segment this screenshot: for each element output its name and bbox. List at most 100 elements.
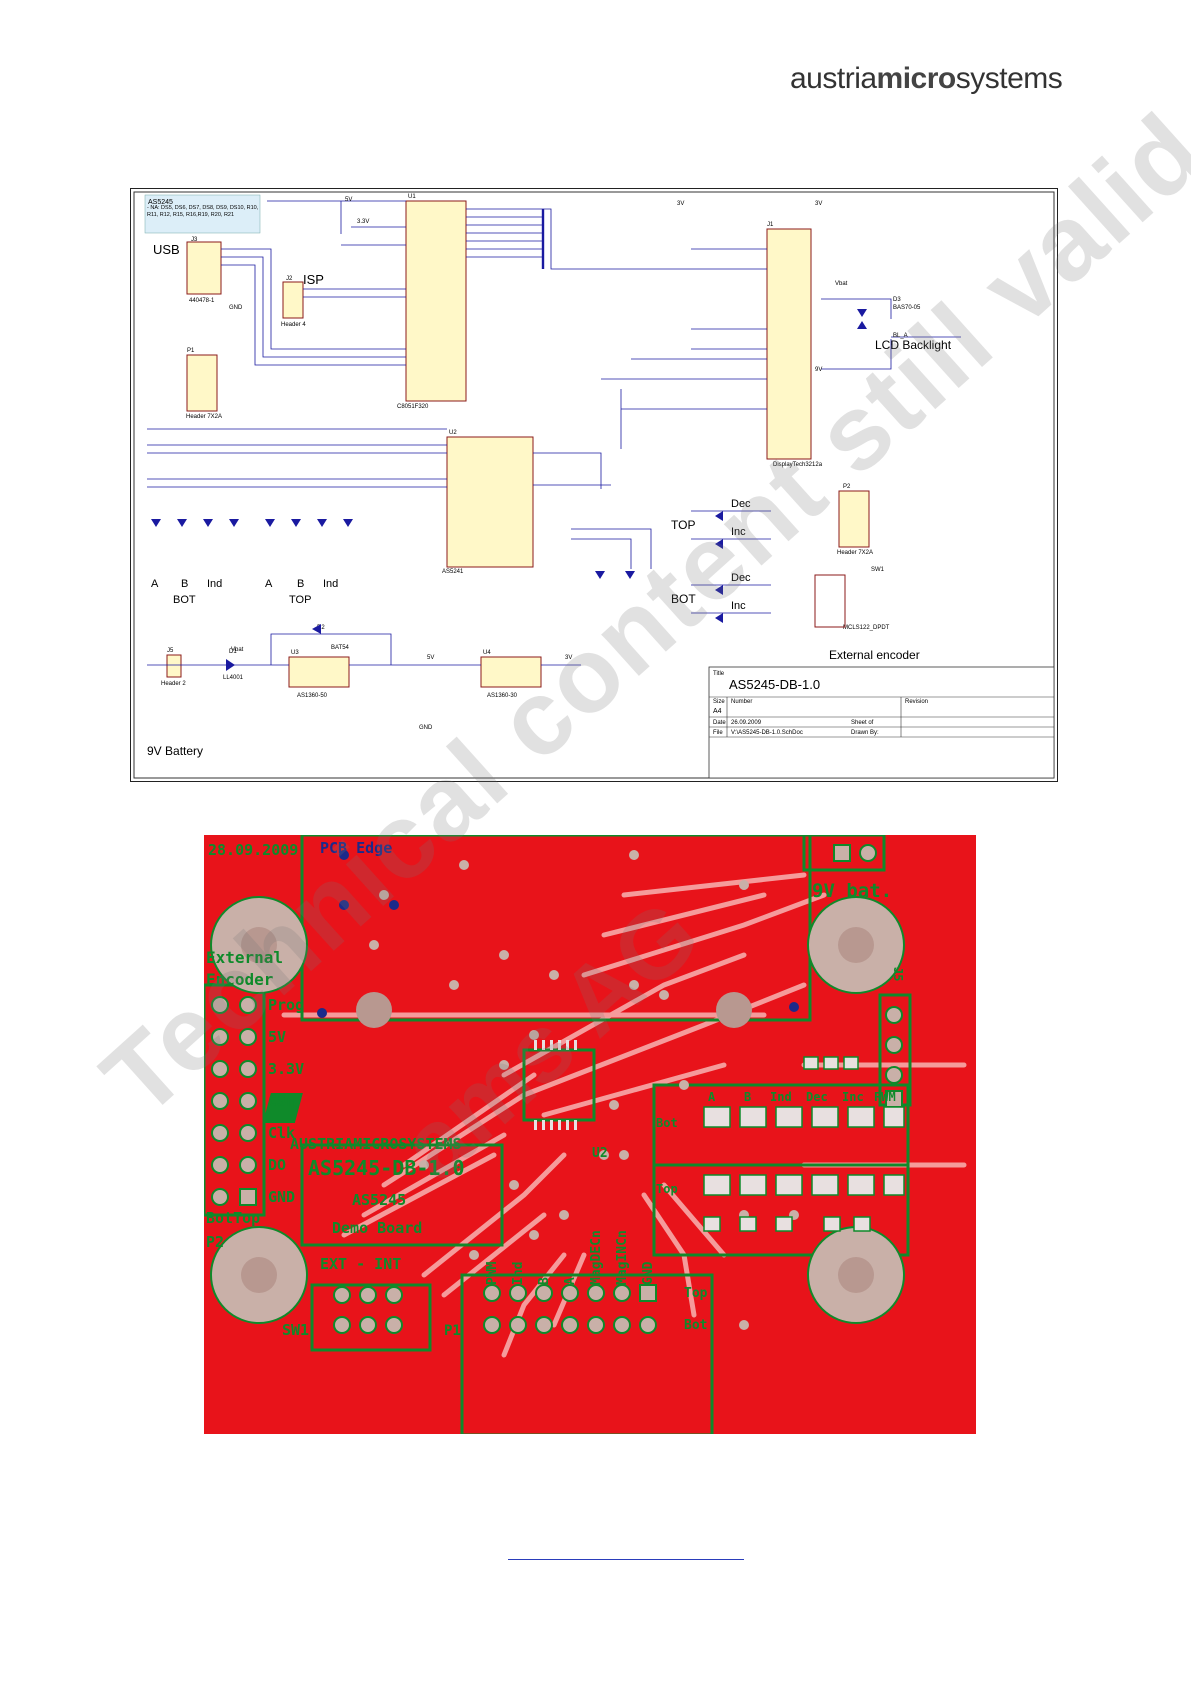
svg-text:P2: P2	[843, 484, 851, 490]
svg-text:U2: U2	[592, 1146, 608, 1161]
svg-text:Dec: Dec	[731, 572, 751, 584]
svg-text:5V: 5V	[427, 655, 434, 661]
svg-text:D1: D1	[229, 649, 237, 655]
pcb-drawing: 28.09.2009 PCB Edge 9V bat. External Enc…	[204, 835, 976, 1434]
svg-text:C8051F320: C8051F320	[397, 404, 429, 410]
svg-text:Header 2: Header 2	[161, 681, 186, 687]
usb-label: USB	[153, 242, 180, 257]
svg-text:Bot: Bot	[684, 1318, 707, 1333]
svg-text:AS5241: AS5241	[442, 569, 464, 575]
svg-text:BAS70-05: BAS70-05	[893, 305, 921, 311]
svg-text:J5: J5	[891, 967, 905, 981]
svg-text:Ind: Ind	[511, 1262, 526, 1285]
svg-text:9V Battery: 9V Battery	[147, 744, 203, 758]
svg-text:Inc: Inc	[842, 1090, 864, 1104]
svg-text:Demo Board: Demo Board	[332, 1219, 422, 1237]
svg-text:CSn: CSn	[268, 1092, 295, 1110]
svg-text:3V: 3V	[677, 201, 684, 207]
svg-text:SW1: SW1	[871, 567, 885, 573]
svg-text:Dec: Dec	[731, 498, 751, 510]
svg-text:Header 7X2A: Header 7X2A	[186, 414, 222, 420]
svg-text:D2: D2	[317, 625, 325, 631]
svg-text:PWM: PWM	[874, 1090, 896, 1104]
svg-text:Drawn By:: Drawn By:	[851, 730, 879, 736]
svg-text:AS5245: AS5245	[352, 1191, 406, 1209]
svg-text:Vbat: Vbat	[835, 281, 848, 287]
svg-text:DO: DO	[268, 1156, 286, 1174]
svg-text:Bot: Bot	[656, 1116, 678, 1130]
svg-text:Header 4: Header 4	[281, 322, 306, 328]
svg-text:440478-1: 440478-1	[189, 298, 215, 304]
svg-text:GND: GND	[641, 1261, 656, 1285]
svg-text:B: B	[297, 578, 304, 590]
svg-text:External encoder: External encoder	[829, 648, 920, 662]
svg-text:BAT54: BAT54	[331, 645, 350, 651]
svg-text:U2: U2	[449, 430, 457, 436]
svg-text:MCLS122_DPDT: MCLS122_DPDT	[843, 625, 890, 631]
pcb-battery-label: 9V bat.	[812, 880, 892, 902]
svg-text:A4: A4	[713, 708, 722, 715]
svg-text:DisplayTech3212a: DisplayTech3212a	[773, 462, 823, 468]
svg-text:J3: J3	[191, 237, 198, 243]
svg-text:3V: 3V	[565, 655, 572, 661]
schematic-title: AS5245-DB-1.0	[729, 677, 820, 692]
svg-text:Ind: Ind	[770, 1090, 792, 1104]
pcb-edge-label: PCB Edge	[320, 839, 392, 857]
svg-text:Top: Top	[656, 1182, 678, 1196]
pcb-date: 28.09.2009	[208, 841, 298, 859]
svg-text:U4: U4	[483, 650, 491, 656]
svg-text:Inc: Inc	[731, 600, 746, 612]
svg-text:3V: 3V	[815, 201, 822, 207]
svg-text:26.09.2009: 26.09.2009	[731, 720, 762, 726]
svg-text:Sheet of: Sheet of	[851, 720, 874, 726]
svg-text:Prog: Prog	[268, 996, 304, 1014]
pcb-board-name: AS5245-DB-1.0	[308, 1156, 465, 1180]
svg-text:AS1360-30: AS1360-30	[487, 693, 518, 699]
svg-text:TOP: TOP	[289, 594, 311, 606]
svg-text:SW1: SW1	[282, 1321, 309, 1339]
svg-text:P2: P2	[206, 1233, 224, 1251]
svg-text:BOT: BOT	[173, 594, 196, 606]
svg-text:Top: Top	[684, 1286, 708, 1301]
svg-text:MagDECn: MagDECn	[589, 1230, 604, 1285]
footer-link-line[interactable]	[508, 1553, 744, 1560]
svg-text:J1: J1	[767, 222, 774, 228]
svg-text:Ind: Ind	[207, 578, 222, 590]
svg-text:Encoder: Encoder	[206, 970, 273, 989]
svg-text:AS1360-50: AS1360-50	[297, 693, 328, 699]
svg-text:LCD Backlight: LCD Backlight	[875, 338, 952, 352]
svg-text:EXT - INT: EXT - INT	[320, 1255, 401, 1273]
svg-text:Number: Number	[731, 699, 752, 705]
svg-text:3.3V: 3.3V	[357, 219, 369, 225]
svg-text:D3: D3	[893, 297, 901, 303]
svg-text:LL4001: LL4001	[223, 675, 244, 681]
svg-text:3.3V: 3.3V	[268, 1060, 304, 1078]
svg-text:BOT: BOT	[671, 592, 696, 606]
svg-text:Date: Date	[713, 720, 726, 726]
svg-text:A: A	[708, 1090, 716, 1104]
svg-text:PWM: PWM	[485, 1261, 500, 1285]
pcb-company: AUSTRIAMICROSYSTEMS	[290, 1135, 462, 1153]
svg-text:TOP: TOP	[671, 518, 695, 532]
svg-text:U1: U1	[408, 194, 416, 200]
pcb-layout: 28.09.2009 PCB Edge 9V bat. External Enc…	[204, 835, 976, 1434]
svg-text:Title: Title	[713, 671, 725, 677]
svg-text:P1: P1	[187, 348, 195, 354]
svg-text:J2: J2	[286, 276, 293, 282]
svg-text:Clk: Clk	[268, 1124, 295, 1142]
company-logo: austriamicrosystems	[790, 62, 1063, 95]
svg-text:MagINCn: MagINCn	[615, 1230, 630, 1285]
note-title: AS5245	[148, 199, 173, 206]
svg-text:Revision: Revision	[905, 699, 928, 705]
schematic-figure: AS5245 - NA: DS5, DS6, DS7, DS8, DS9, DS…	[130, 188, 1058, 782]
svg-text:V:\AS5245-DB-1.0.SchDoc: V:\AS5245-DB-1.0.SchDoc	[731, 730, 803, 736]
svg-text:Dec: Dec	[806, 1090, 828, 1104]
note-body: - NA: DS5, DS6, DS7, DS8, DS9, DS10, R10…	[147, 205, 259, 218]
svg-text:B: B	[181, 578, 188, 590]
svg-text:A: A	[563, 1277, 578, 1285]
svg-text:GND: GND	[268, 1188, 295, 1206]
svg-text:A: A	[151, 578, 159, 590]
svg-text:5V: 5V	[268, 1028, 286, 1046]
svg-text:Inc: Inc	[731, 526, 746, 538]
svg-text:5V: 5V	[345, 197, 352, 203]
